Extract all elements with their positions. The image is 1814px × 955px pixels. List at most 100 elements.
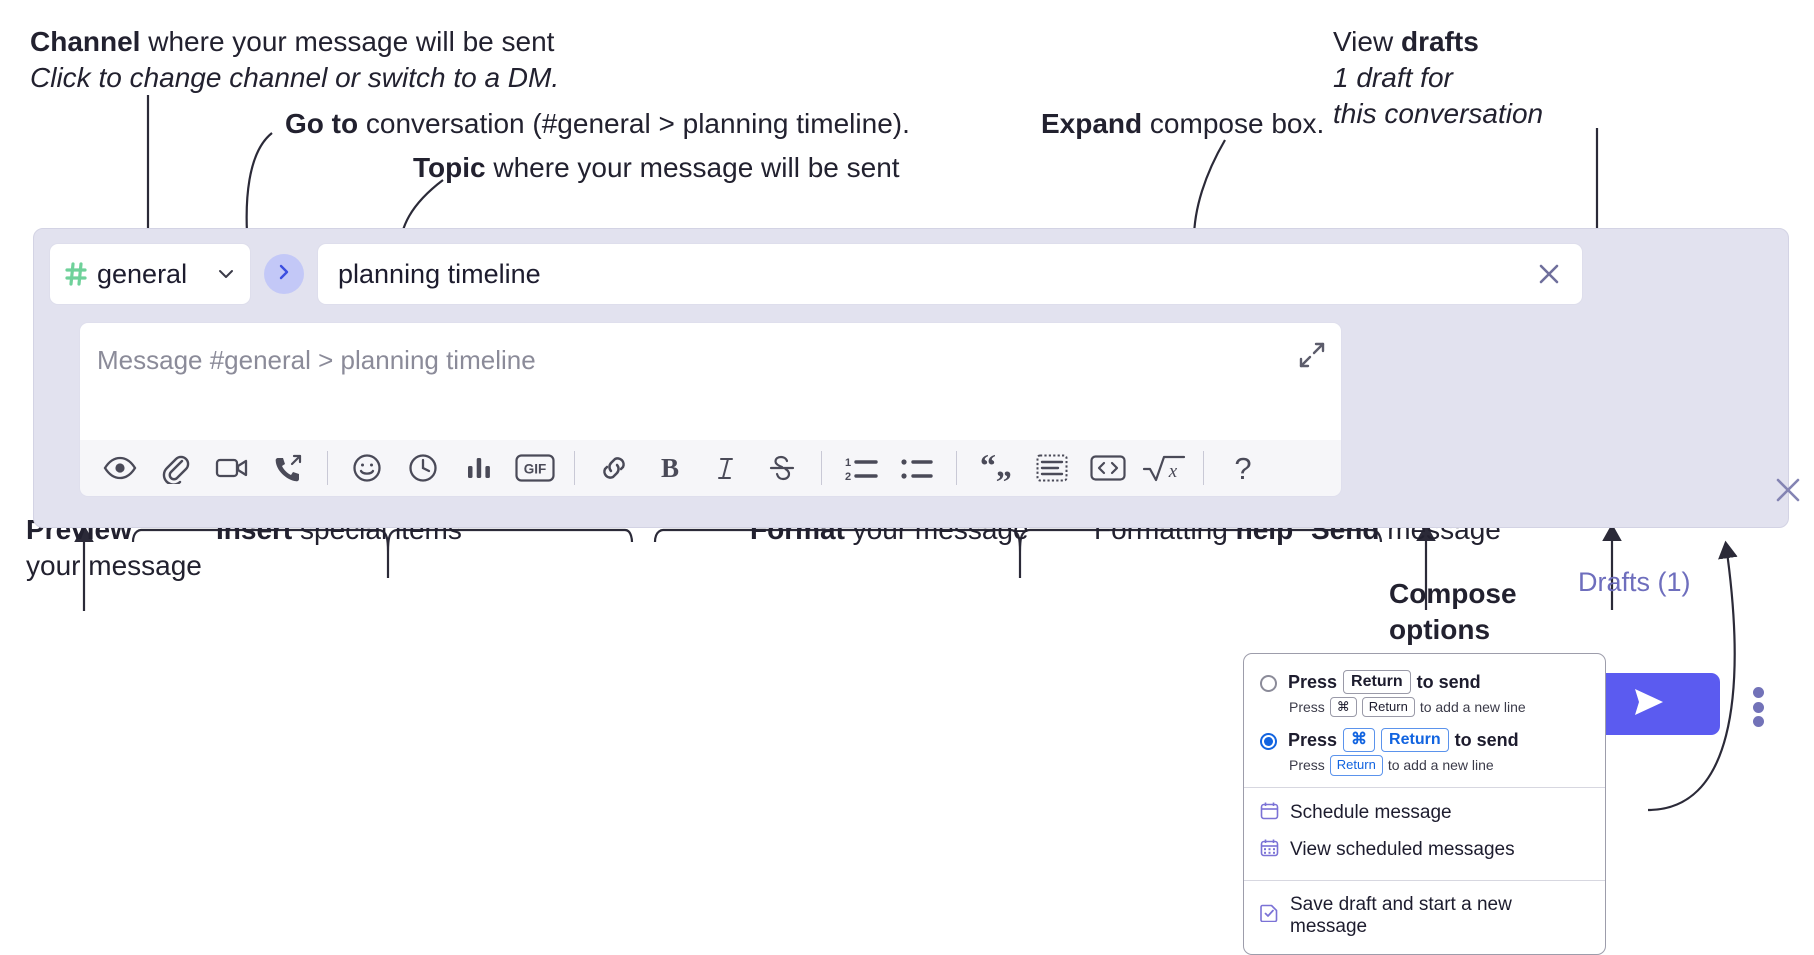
opt0-main-pre: Press (1288, 671, 1338, 692)
poll-button[interactable] (451, 444, 507, 492)
bold-button[interactable]: B (642, 444, 698, 492)
annotation-channel-sub: Click to change channel or switch to a D… (30, 61, 560, 93)
annotation-compose-line1: Compose (1389, 578, 1517, 609)
menu-divider (1244, 786, 1605, 788)
annotation-topic: Topic where your message will be sent (413, 150, 900, 186)
separator-2 (574, 451, 575, 485)
expand-icon[interactable] (1298, 341, 1326, 369)
opt0-sub-pre: Press (1289, 699, 1325, 716)
calendar-icon (1260, 801, 1279, 826)
annotation-goto-rest: conversation (#general > planning timeli… (358, 108, 910, 139)
key-command: ⌘ (1343, 728, 1376, 753)
calendar-grid-icon (1260, 838, 1279, 863)
video-clip-button[interactable] (204, 444, 260, 492)
annotation-drafts-sub2: this conversation (1333, 97, 1544, 129)
annotation-topic-bold: Topic (413, 152, 486, 183)
more-options-dot (1752, 716, 1764, 727)
annotation-expand-rest: compose box. (1142, 108, 1325, 139)
message-input-placeholder: Message #general > planning timeline (97, 345, 536, 375)
separator-4 (956, 451, 957, 485)
menu-item-save-draft[interactable]: Save draft and start a new message (1244, 888, 1605, 944)
emoji-button[interactable] (339, 444, 395, 492)
hash-icon (64, 261, 88, 287)
radio-return[interactable] (1260, 675, 1277, 692)
code-block-button[interactable] (1024, 444, 1080, 492)
message-input[interactable]: Message #general > planning timeline (79, 322, 1342, 440)
annotation-topic-rest: where your message will be sent (485, 152, 900, 183)
italic-button[interactable] (698, 444, 754, 492)
svg-text:B: B (661, 453, 679, 483)
bulleted-list-button[interactable] (889, 444, 945, 492)
annotation-expand: Expand compose box. (1041, 106, 1324, 142)
annotation-drafts-sub1: 1 draft for (1333, 61, 1453, 93)
annotation-drafts: View drafts 1 draft for this conversatio… (1333, 24, 1543, 131)
send-option-cmd-return[interactable]: Press ⌘ Return to send Press Return to a… (1244, 724, 1605, 776)
key-command: ⌘ (1329, 697, 1357, 718)
annotation-channel-bold: Channel (30, 26, 141, 57)
key-return: Return (1329, 755, 1383, 776)
chevron-right-icon (275, 263, 293, 286)
menu-item-schedule-message[interactable]: Schedule message (1244, 795, 1605, 832)
radio-cmd-return[interactable] (1260, 733, 1277, 751)
more-options-dot (1752, 701, 1764, 713)
annotation-goto: Go to conversation (#general > planning … (285, 106, 910, 142)
opt0-main-post: to send (1416, 671, 1481, 692)
more-options-dot (1752, 687, 1764, 698)
gif-button[interactable]: GIF (507, 444, 563, 492)
topic-value: planning timeline (338, 258, 541, 289)
svg-text:GIF: GIF (524, 462, 547, 477)
key-return: Return (1381, 728, 1449, 753)
link-button[interactable] (586, 444, 642, 492)
opt1-main-pre: Press (1288, 729, 1338, 750)
drafts-link[interactable]: Drafts (1) (1578, 567, 1691, 597)
annotation-expand-bold: Expand (1041, 108, 1143, 139)
annotation-drafts-pre: View (1333, 26, 1401, 57)
opt1-sub-post: to add a new line (1387, 757, 1494, 774)
separator-3 (821, 451, 822, 485)
svg-text:“„: “„ (980, 454, 1012, 482)
channel-selector[interactable]: general (49, 243, 251, 305)
svg-text:2: 2 (845, 471, 851, 482)
menu-divider (1244, 879, 1605, 881)
formatting-help-button[interactable]: ? (1215, 444, 1271, 492)
svg-text:x: x (1168, 461, 1178, 482)
compose-panel: general planning timeline (33, 228, 1800, 735)
code-button[interactable] (1080, 444, 1136, 492)
key-return: Return (1343, 670, 1411, 694)
panel-close-button[interactable] (1772, 474, 1804, 506)
menu-item-label: Save draft and start a new message (1290, 893, 1512, 937)
channel-name: general (97, 258, 188, 289)
preview-button[interactable] (92, 444, 148, 492)
key-return: Return (1361, 697, 1415, 718)
separator-1 (327, 451, 328, 485)
topic-field[interactable]: planning timeline (317, 243, 1583, 305)
close-icon[interactable] (1534, 259, 1564, 289)
annotation-preview-rest: your message (26, 549, 202, 581)
annotation-compose-line2: options (1389, 613, 1491, 645)
annotation-channel-rest: where your message will be sent (140, 26, 555, 57)
schedule-button[interactable] (395, 444, 451, 492)
menu-item-label: Schedule message (1290, 802, 1452, 823)
annotation-drafts-bold: drafts (1400, 26, 1479, 57)
svg-text:1: 1 (845, 457, 851, 469)
opt1-sub-pre: Press (1289, 757, 1325, 774)
audio-clip-button[interactable] (260, 444, 316, 492)
goto-conversation-button[interactable] (264, 254, 304, 294)
annotation-goto-bold: Go to (285, 108, 359, 139)
send-icon (1626, 685, 1670, 724)
opt0-sub-post: to add a new line (1419, 699, 1526, 716)
annotation-channel: Channel where your message will be sent … (30, 24, 559, 96)
question-mark-icon: ? (1234, 450, 1252, 486)
opt1-main-post: to send (1454, 729, 1519, 750)
send-option-return[interactable]: Press Return to send Press ⌘ Return to a… (1244, 666, 1605, 718)
ordered-list-button[interactable]: 1 2 (833, 444, 889, 492)
chevron-down-icon (216, 264, 236, 284)
menu-item-view-scheduled-messages[interactable]: View scheduled messages (1244, 832, 1605, 869)
separator-5 (1203, 451, 1204, 485)
math-button[interactable]: x (1136, 444, 1192, 492)
compose-options-button[interactable] (1747, 687, 1769, 727)
attach-button[interactable] (148, 444, 204, 492)
blockquote-button[interactable]: “„ (968, 444, 1024, 492)
strikethrough-button[interactable] (754, 444, 810, 492)
